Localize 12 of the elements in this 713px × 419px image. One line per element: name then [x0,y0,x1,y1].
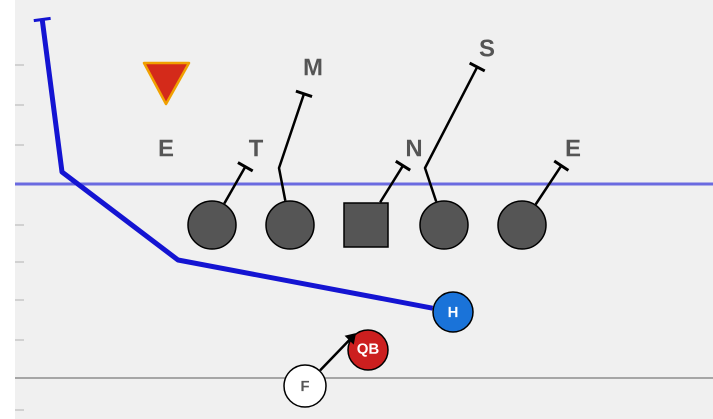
position-letter: N [406,140,422,156]
position-letter: S [480,40,494,56]
position-letter: E [566,140,580,156]
center-square [343,202,389,248]
lineman-circle [497,200,547,250]
position-letter: E [160,140,174,156]
lineman-circle [419,200,469,250]
lineman-circle [265,200,315,250]
position-letter: T [248,140,264,156]
position-letter: M [304,58,322,76]
lineman-circle [187,200,237,250]
block-line [223,161,254,204]
